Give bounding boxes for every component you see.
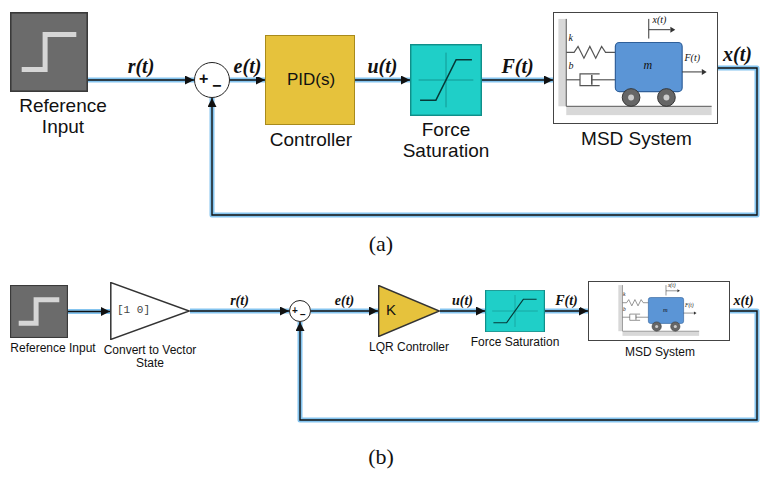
signal-label: x(t) [721,43,754,65]
summing-junction: +− [194,62,230,98]
summing-junction: +− [289,300,311,322]
connector-line [355,79,410,80]
block-caption: Controller [246,130,376,151]
spring-label: k [569,32,573,43]
signal-connector [355,80,410,81]
damper-label: b [569,60,574,71]
controller-block: PID(s)Controller [265,35,355,125]
signal-connector [68,311,110,312]
subfigure-label: (b) [368,445,394,469]
block-text: K [386,302,406,319]
signal-connector [482,80,553,81]
mass-label: m [663,306,668,313]
signal-connector [545,311,588,312]
saturation-block: Force Saturation [485,290,545,332]
signal-label: e(t) [333,293,356,308]
step-icon [10,285,68,338]
damper-label: b [623,306,626,312]
position-label: x(t) [668,282,676,288]
connector-line [190,310,289,311]
connector-line [311,310,378,311]
lqr-gain-triangle: KLQR Controller [378,285,440,337]
block-caption: Reference Input [4,96,122,138]
block-caption: Force Saturation [390,120,502,162]
connector-glow [190,309,289,314]
block-text: [1 0] [117,304,167,316]
subfigure-label: (a) [369,232,393,256]
mass-spring-damper-block: MSD Systemkbmx(t)F(t) [553,12,718,124]
signal-label: e(t) [232,55,264,77]
connector-line [88,79,194,80]
connector-glow [68,309,110,314]
connector-glow [88,78,194,83]
signal-connector [230,80,265,81]
signal-connector [88,80,194,81]
mass-spring-damper-block: MSD Systemkbmx(t)F(t) [588,281,730,341]
connector-glow [545,309,588,314]
signal-connector [190,311,289,312]
block-caption: MSD System [534,129,739,150]
connector-glow [440,309,485,314]
gain-triangle: [1 0]Convert to Vector State [110,282,190,340]
signal-label: r(t) [228,293,251,308]
block-caption: Convert to Vector State [90,344,210,370]
signal-label: F(t) [499,55,535,77]
block-caption: MSD System [569,346,751,359]
signal-label: F(t) [553,293,580,308]
signal-label: u(t) [450,293,475,308]
signal-label: u(t) [366,55,400,77]
spring-label: k [623,291,625,297]
force-label: F(t) [685,52,701,63]
connector-glow [355,78,410,83]
connector-line [440,310,485,311]
connector-glow [482,78,553,83]
block-text: PID(s) [268,71,354,90]
step-icon [10,12,88,92]
saturation-block: Force Saturation [410,44,482,116]
saturation-icon [410,44,482,116]
block-text: − [300,309,310,320]
connector-line [545,310,588,311]
signal-label: r(t) [126,55,157,77]
connector-glow [311,309,378,314]
signal-connector [311,311,378,312]
block-caption: LQR Controller [358,341,460,354]
mass-spring-damper-illustration [554,13,717,123]
reference-step-block: Reference Input [10,12,88,92]
reference-step-block: Reference Input [10,285,68,338]
block-text: + [199,70,213,88]
connector-glow [230,78,265,83]
mass-spring-damper-illustration [589,282,729,340]
block-caption: Reference Input [4,342,102,355]
connector-line [482,79,553,80]
connector-line [68,311,110,312]
signal-label: x(t) [731,293,755,308]
force-label: F(t) [685,302,694,308]
block-caption: Force Saturation [465,336,565,349]
position-label: x(t) [653,14,667,25]
connector-line [230,79,265,80]
mass-label: m [644,59,653,72]
block-text: − [212,77,226,95]
signal-connector [440,311,485,312]
saturation-icon [485,290,545,332]
